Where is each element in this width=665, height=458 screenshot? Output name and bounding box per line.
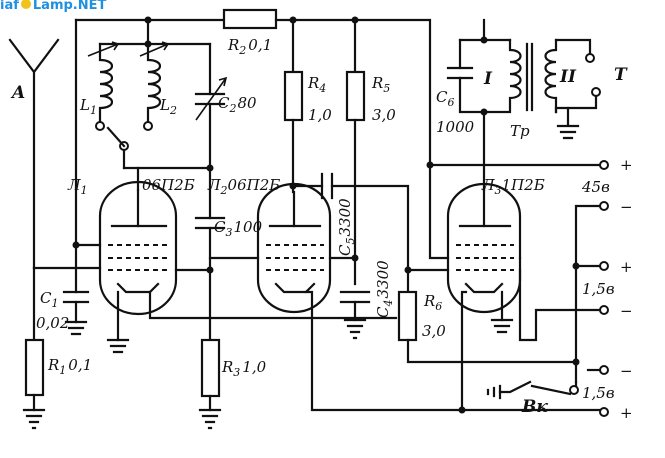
c4-value: 3300 [374,260,392,299]
svg-text:R4: R4 [307,74,326,95]
switch-label: Вк [521,397,548,417]
svg-text:C53300: C53300 [336,198,357,256]
power-switch[interactable]: Вк [486,380,579,417]
resistor-r4: R4 1,0 [283,70,332,124]
resistor-r5: R5 3,0 [345,70,396,124]
capacitor-c3: C3100 [194,216,263,239]
svg-text:R20,1: R20,1 [227,36,272,57]
svg-text:R31,0: R31,0 [221,358,267,379]
svg-text:R5: R5 [371,74,390,95]
terminal-3-sign: + [620,258,633,276]
c6-value: 1000 [436,118,475,136]
r3-value: 1,0 [242,358,266,376]
resistor-r6: R6 3,0 [397,290,446,342]
phones-terminal-bottom[interactable] [591,87,601,97]
r1-name: R [47,356,59,374]
terminal-plus-bottom[interactable] [599,407,609,417]
capacitor-c5: C53300 [320,172,357,256]
svg-text:L1: L1 [79,96,97,117]
svg-text:C43300: C43300 [374,260,395,318]
c3-value: 100 [233,218,262,236]
c5-value: 3300 [336,198,354,237]
phones-label: Т [614,65,628,85]
terminal-plus-1-5v[interactable] [599,261,609,271]
svg-text:Л1: Л1 [67,176,88,197]
svg-text:C3100: C3100 [214,218,263,239]
terminal-minus-1-5v[interactable] [599,305,609,315]
terminal-4-sign: − [620,302,633,320]
tube-l2-label: Л [207,176,221,194]
svg-text:C280: C280 [218,94,257,115]
capacitor-c6: C6 1000 [436,66,475,136]
tube-l2: Л206П2Б [207,176,332,314]
capacitor-c4: C43300 [339,260,395,318]
r2-value: 0,1 [248,36,272,54]
tube-l1: Л1 06П2Б [67,176,195,316]
terminal-minus-bias[interactable] [599,365,609,375]
svg-text:L2: L2 [159,96,177,117]
r4-value: 1,0 [308,106,332,124]
svg-text:R10,1: R10,1 [47,356,92,377]
terminal-1-voltage: 45в [581,178,610,196]
tube-l3-type: 1П2Б [502,176,545,194]
terminal-6-sign: + [620,404,633,422]
r6-value: 3,0 [422,322,446,340]
terminal-plus-45v[interactable] [599,160,609,170]
c1-value: 0,02 [36,314,69,332]
terminal-5-voltage: 1,5в [582,384,615,402]
antenna-label: A [10,83,25,103]
tube-l1-label: Л [67,176,81,194]
tube-l2-type: 06П2Б [228,176,281,194]
coil-l2: L2 [139,41,177,124]
terminal-5-sign: − [620,362,633,380]
capacitor-c1: C1 0,02 [36,289,90,332]
terminal-3-voltage: 1,5в [582,280,615,298]
transformer-primary-label: I [483,69,493,89]
transformer-secondary-label: II [559,67,577,87]
phones-terminal-top[interactable] [585,53,595,63]
r1-value: 0,1 [68,356,92,374]
svg-text:C1: C1 [40,289,58,310]
transformer-tr: I II Тр [482,38,577,140]
svg-text:Л206П2Б: Л206П2Б [207,176,280,197]
svg-text:Л31П2Б: Л31П2Б [481,176,545,197]
battery-terminals: + 45в − + 1,5в − − 1,5в + [581,156,633,422]
terminal-2-sign: − [620,198,633,216]
svg-text:C6: C6 [436,88,454,109]
transformer-label: Тр [510,122,530,140]
r5-value: 3,0 [372,106,396,124]
terminal-minus-45v[interactable] [599,201,609,211]
antenna: A [8,38,60,270]
watermark-lamp-icon [21,0,31,9]
tube-l1-type: 06П2Б [142,176,195,194]
ground-symbol [22,408,46,430]
coil-l1: L1 [79,41,120,124]
c2-value: 80 [237,94,257,112]
capacitor-c2: C280 [194,76,257,121]
terminal-1-sign: + [620,156,633,174]
svg-text:R6: R6 [423,292,442,313]
